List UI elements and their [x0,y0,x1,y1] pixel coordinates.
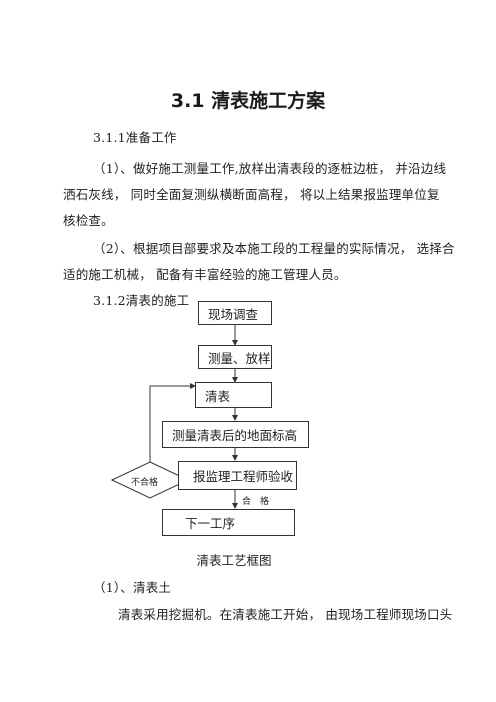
flow-step-survey-layout: 测量、放样 [198,345,272,369]
paragraph-1-line-1: （1）、做好施工测量工作,放样出清表段的逐桩边桩， 并沿边线 [93,161,447,176]
feedback-arrow [149,383,196,462]
flow-step-measure-elevation: 测量清表后的地面标高 [162,421,309,448]
pass-label: 合 格 [242,497,270,507]
paragraph-1-line-3: 核检查。 [63,213,114,228]
flowchart-caption: 清表工艺框图 [196,553,272,568]
paragraph-2-line-1: （2）、根据项目部要求及本施工段的工程量的实际情况， 选择合 [93,241,455,256]
section-heading-3-1-2: 3.1.2清表的施工 [93,293,190,308]
decision-diamond [110,461,190,499]
flow-step-site-survey: 现场调查 [198,301,272,325]
flow-step-supervisor-acceptance: 报监理工程师验收 [178,461,297,490]
paragraph-1-line-2: 洒石灰线， 同时全面复测纵横断面高程， 将以上结果报监理单位复 [63,187,440,202]
section-heading-3-1-1: 3.1.1准备工作 [93,130,177,145]
body-text-line: 清表采用挖掘机。在清表施工开始， 由现场工程师现场口头 [118,607,453,622]
fail-label: 不合格 [131,478,159,488]
flow-step-next-process: 下一工序 [162,509,295,536]
subsection-heading: （1）、清表土 [93,580,172,595]
document-title: 3.1 清表施工方案 [170,90,326,112]
flow-step-clearing: 清表 [195,382,272,408]
paragraph-2-line-2: 适的施工机械， 配备有丰富经验的施工管理人员。 [63,267,347,282]
